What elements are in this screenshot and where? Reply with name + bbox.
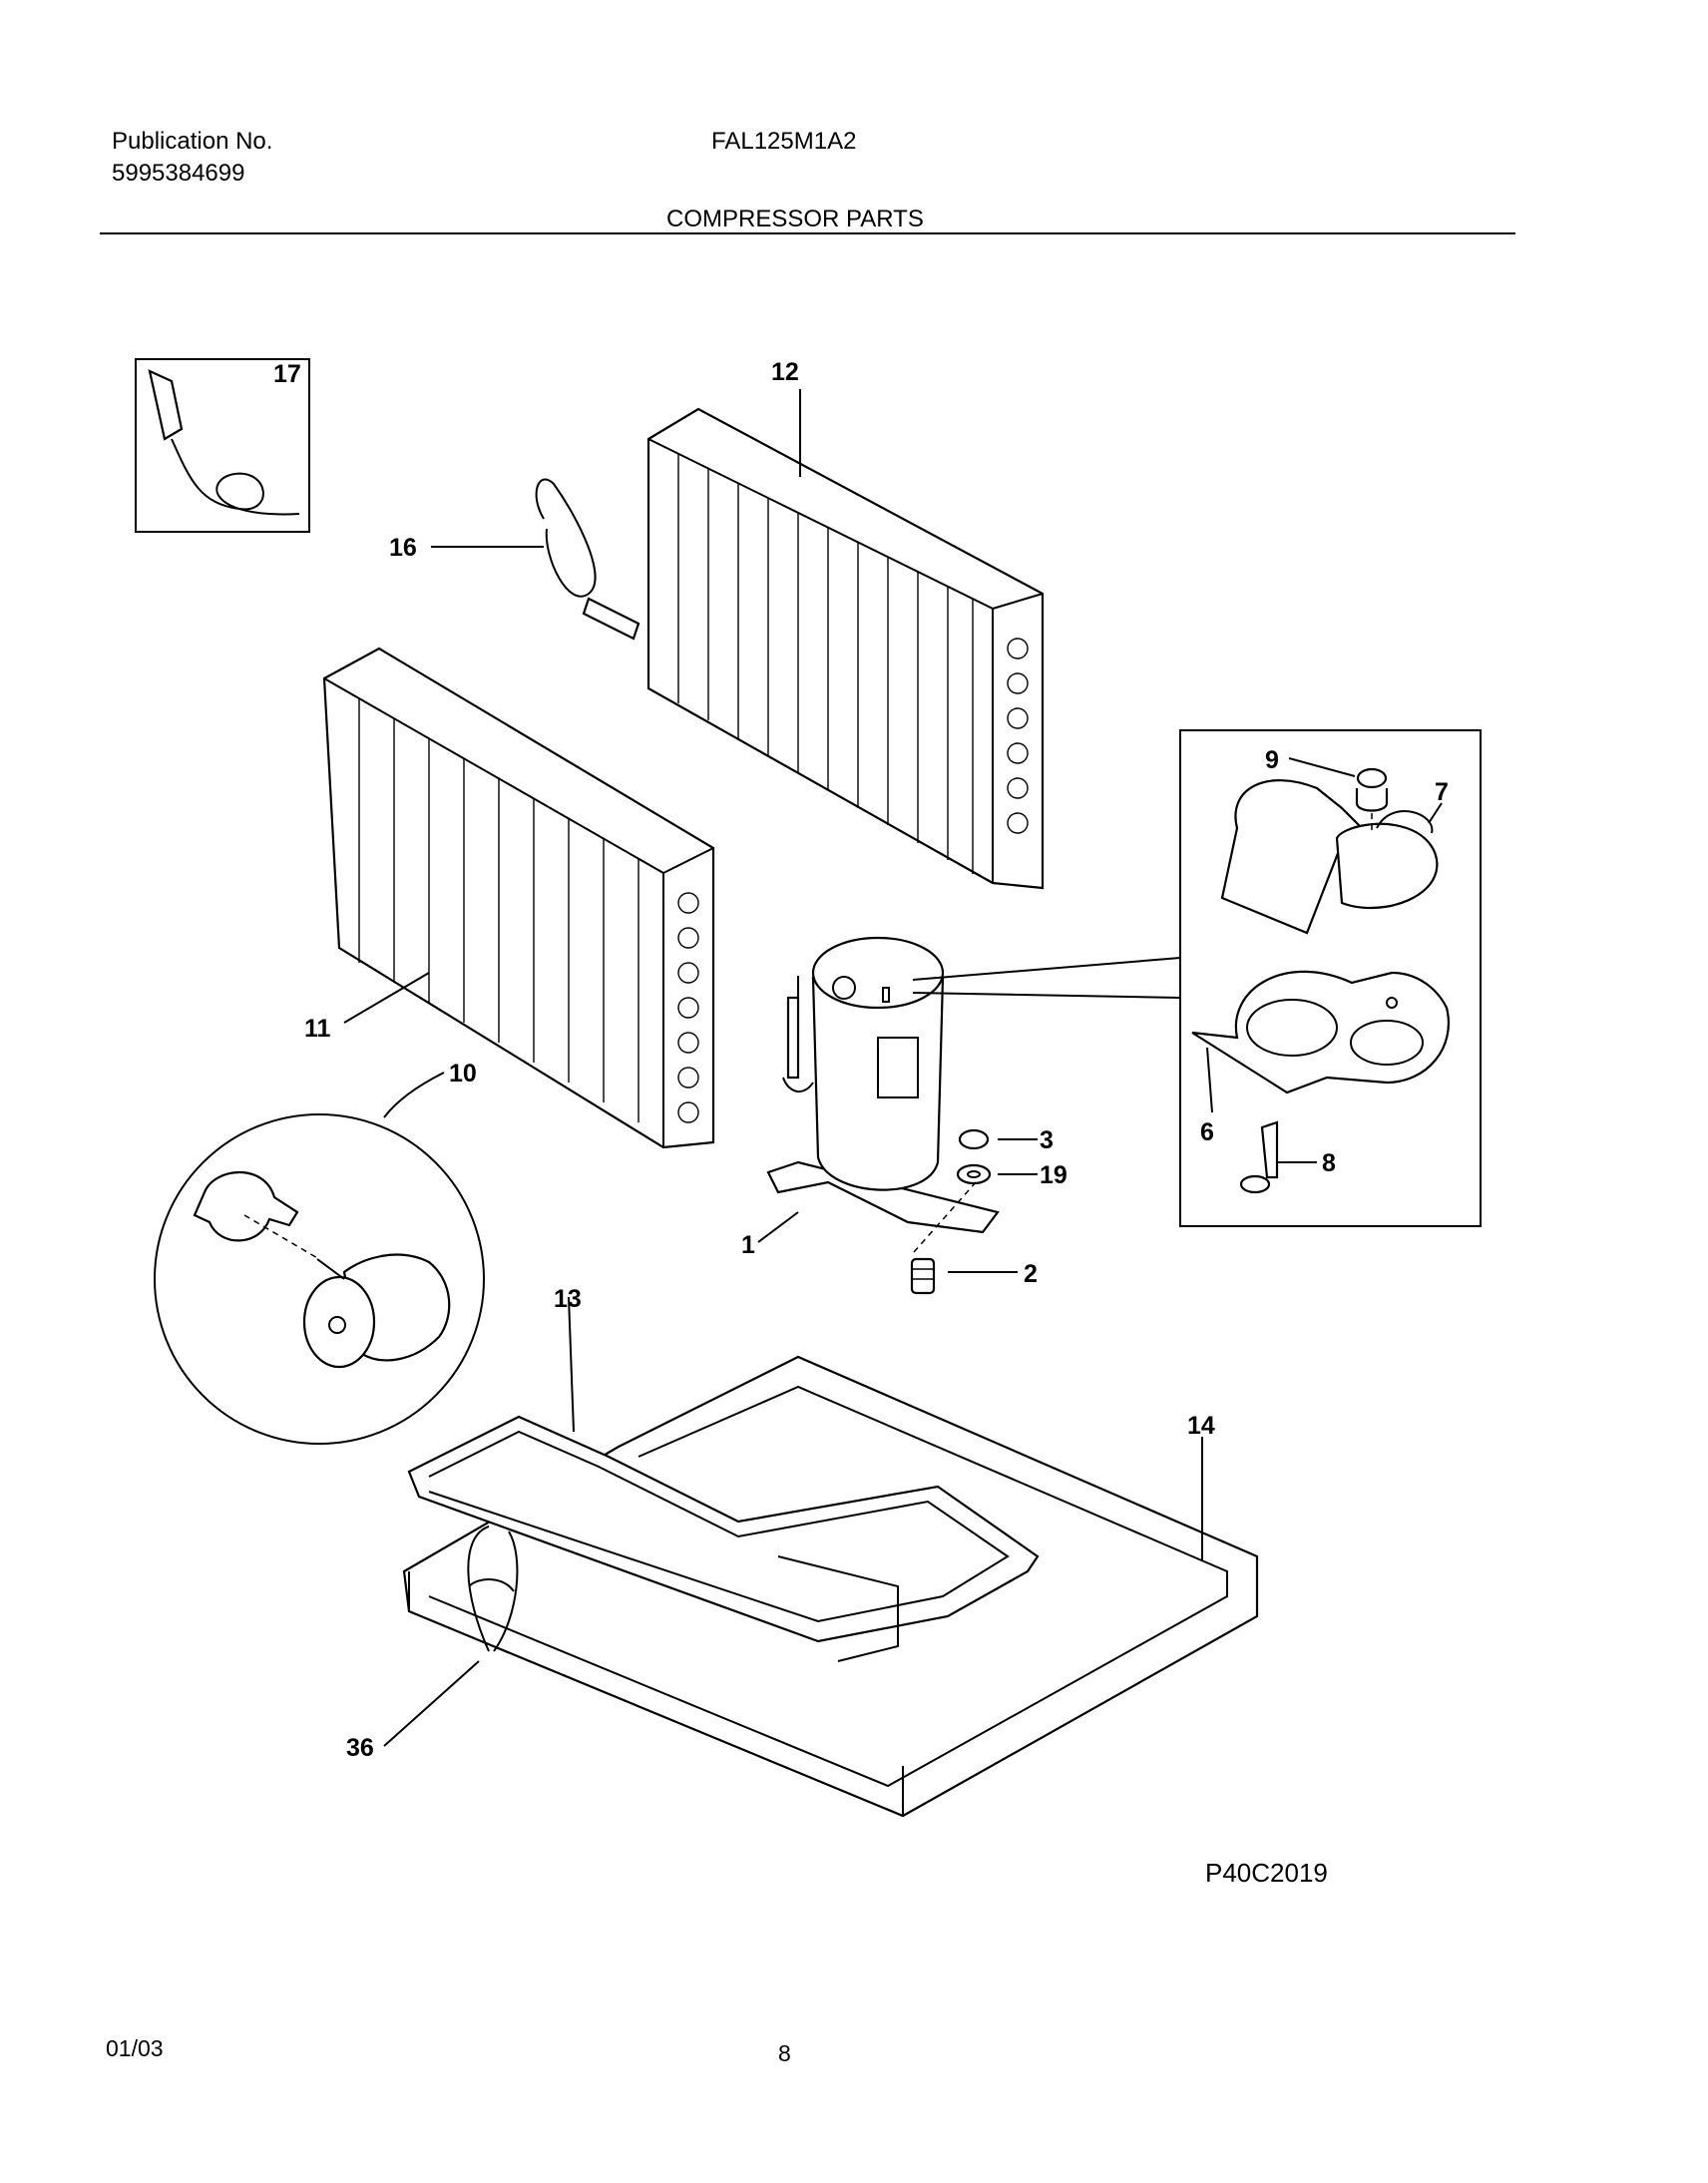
callout-13: 13 [554,1285,582,1313]
callout-36: 36 [346,1734,374,1762]
callout-17: 17 [273,360,301,388]
parts-13-14-36-basepan [383,1296,1259,1818]
publication-number: 5995384699 [112,160,245,187]
callout-16: 16 [389,534,417,562]
part-11-coil [322,647,715,1149]
parts-3-19-2-mounting [910,1128,1038,1295]
callout-9: 9 [1265,746,1279,774]
part-16-sensor [431,478,640,641]
callout-6: 6 [1200,1118,1214,1146]
part-12-coil [646,389,1045,890]
callout-12: 12 [771,358,799,386]
callout-14: 14 [1187,1412,1215,1440]
parts-6-9-inset [912,729,1482,1227]
part-17-inset [135,358,310,533]
callout-3: 3 [1040,1126,1054,1154]
diagram-reference-code: P40C2019 [1205,1858,1328,1888]
footer-date: 01/03 [106,2035,164,2061]
callout-2: 2 [1024,1260,1038,1288]
part-10-detail [154,1072,485,1445]
part-1-compressor [757,936,1000,1243]
page-number: 8 [778,2040,791,2066]
callout-8: 8 [1322,1149,1336,1177]
callout-1: 1 [741,1231,755,1259]
publication-label: Publication No. [112,128,273,155]
model-number: FAL125M1A2 [711,128,857,155]
callout-7: 7 [1435,778,1449,806]
section-title: COMPRESSOR PARTS [666,206,924,232]
header-divider [100,232,1515,234]
callout-10: 10 [449,1060,477,1088]
callout-11: 11 [304,1015,331,1043]
callout-19: 19 [1040,1161,1068,1189]
